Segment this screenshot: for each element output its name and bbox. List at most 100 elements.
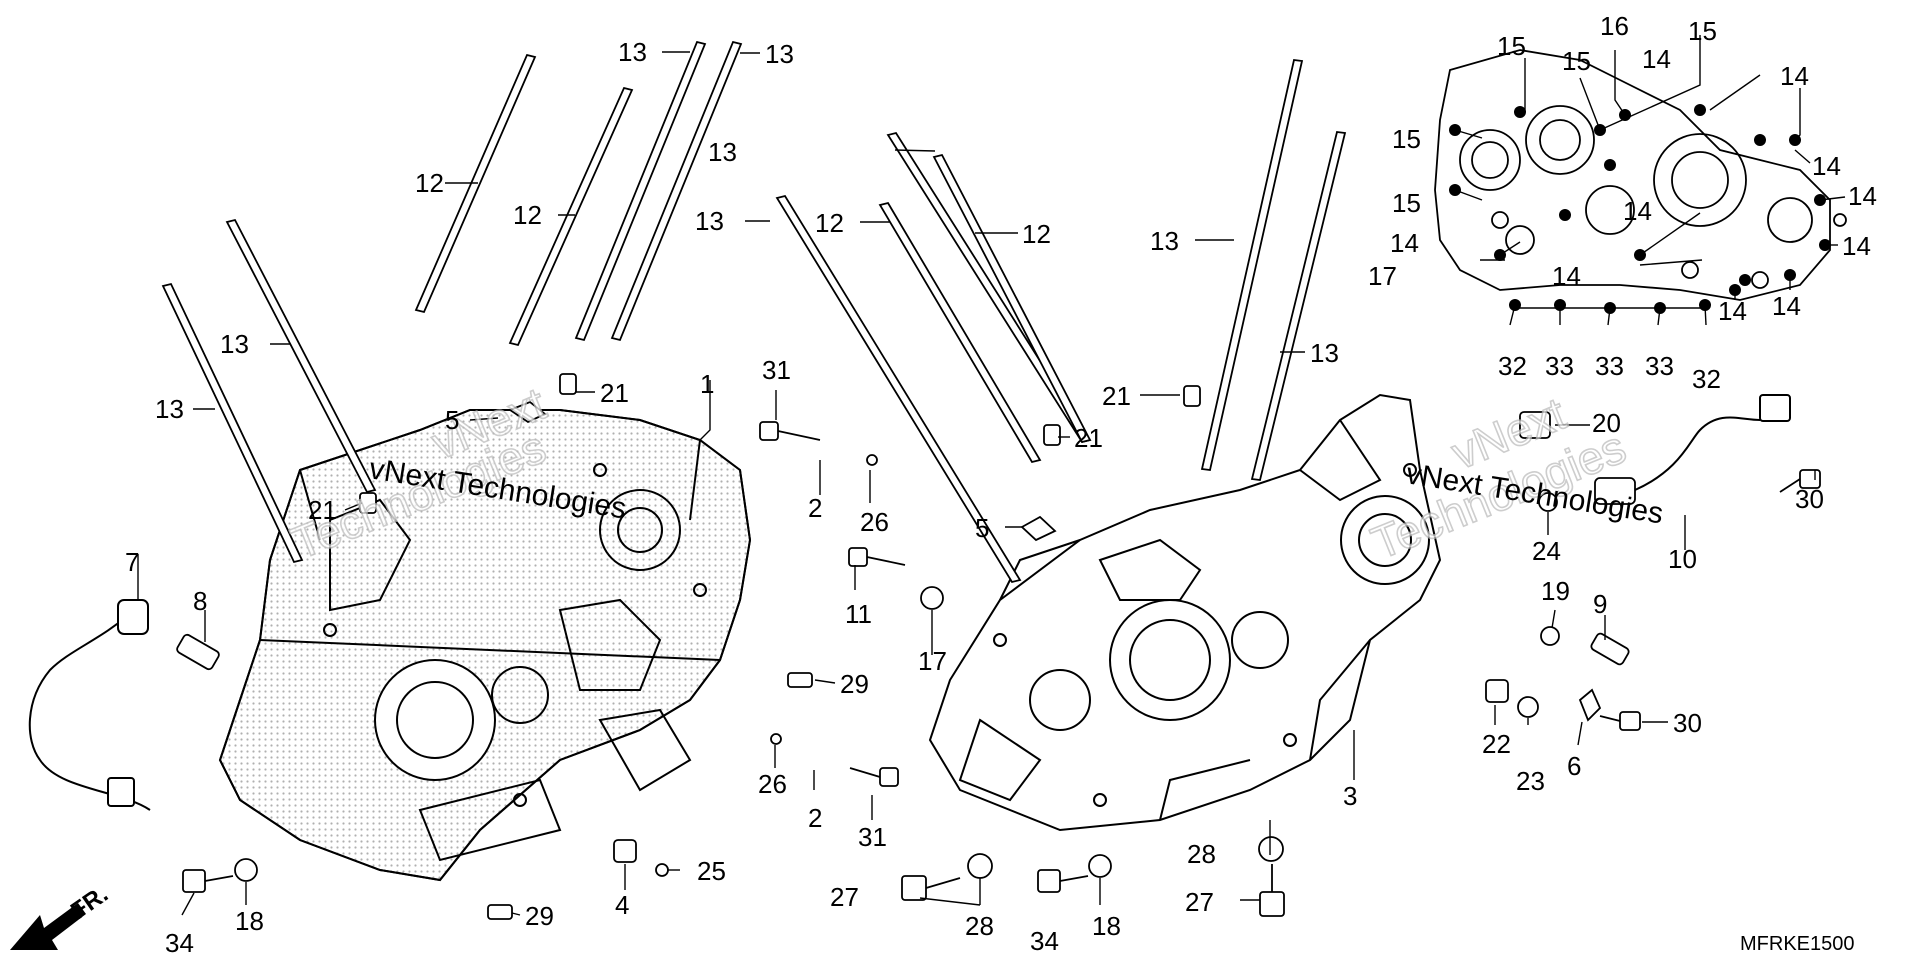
pipe-29 bbox=[487, 904, 513, 920]
callout-c44: 24 bbox=[1532, 536, 1561, 566]
dowels-and-small-parts bbox=[176, 373, 1636, 920]
washer-26 bbox=[866, 454, 878, 466]
bolt-pattern-inset bbox=[1434, 49, 1847, 301]
dowel-pin bbox=[359, 492, 377, 514]
callout-c67: 14 bbox=[1718, 296, 1747, 326]
callout-c46: 30 bbox=[1795, 484, 1824, 514]
wire-harnesses bbox=[28, 394, 1791, 811]
callout-c65: 14 bbox=[1623, 196, 1652, 226]
callout-c11: 31 bbox=[762, 355, 791, 385]
callout-c7: 21 bbox=[600, 378, 629, 408]
callout-c18: 29 bbox=[840, 669, 869, 699]
bolt-27 bbox=[901, 875, 927, 901]
clip-5 bbox=[508, 400, 547, 424]
callout-c50: 23 bbox=[1516, 766, 1545, 796]
callout-c54: 15 bbox=[1497, 31, 1526, 61]
callout-c16: 11 bbox=[845, 599, 872, 629]
callout-c32: 21 bbox=[1102, 381, 1131, 411]
pipe-29 bbox=[787, 672, 813, 688]
callout-c34: 13 bbox=[1150, 226, 1179, 256]
callout-c33: 21 bbox=[1074, 423, 1103, 453]
callout-c72: 33 bbox=[1595, 351, 1624, 381]
front-arrow-icon bbox=[10, 903, 86, 950]
callout-c1: 12 bbox=[415, 168, 444, 198]
sensor-10-wire bbox=[1634, 416, 1761, 491]
callout-c42: 27 bbox=[1185, 887, 1214, 917]
callout-c13: 26 bbox=[860, 507, 889, 537]
callout-c58: 15 bbox=[1392, 188, 1421, 218]
callout-c71: 33 bbox=[1545, 351, 1574, 381]
left-crankcase-half bbox=[218, 409, 752, 882]
bolt-27 bbox=[1259, 891, 1285, 917]
stud-bolt bbox=[1250, 131, 1347, 481]
leader-lines bbox=[137, 35, 1846, 916]
callout-c9: 21 bbox=[308, 495, 337, 525]
callout-c51: 6 bbox=[1567, 751, 1581, 781]
callout-c21: 31 bbox=[858, 822, 887, 852]
right-crankcase-half bbox=[928, 393, 1442, 832]
callout-c20: 2 bbox=[808, 803, 822, 833]
callout-c55: 15 bbox=[1562, 46, 1591, 76]
washer-18 bbox=[234, 858, 258, 882]
dowel-pin bbox=[559, 373, 577, 395]
washer-24 bbox=[1538, 492, 1558, 512]
sensor-10 bbox=[1594, 477, 1636, 505]
front-direction-indicator: FR. bbox=[10, 881, 113, 950]
washer-28 bbox=[967, 853, 993, 879]
switch-8 bbox=[176, 633, 220, 671]
callout-c35: 13 bbox=[1310, 338, 1339, 368]
sensor-7-wire bbox=[28, 611, 151, 811]
callout-c64: 14 bbox=[1390, 228, 1419, 258]
washer-28 bbox=[1258, 836, 1284, 862]
callout-c28: 12 bbox=[815, 208, 844, 238]
callout-c31: 5 bbox=[975, 513, 989, 543]
stud-bolt bbox=[610, 40, 743, 342]
callout-c59: 14 bbox=[1642, 44, 1671, 74]
diagram-code: MFRKE1500 bbox=[1740, 933, 1855, 955]
callout-c8: 5 bbox=[445, 405, 459, 435]
stud-bolt bbox=[1200, 59, 1304, 471]
stud-bolt bbox=[775, 194, 1022, 584]
callout-c10: 1 bbox=[700, 369, 714, 399]
stud-bolt bbox=[225, 218, 377, 494]
callout-c5: 13 bbox=[618, 37, 647, 67]
callout-c37: 27 bbox=[830, 882, 859, 912]
callout-c27: 13 bbox=[708, 137, 737, 167]
collar-22 bbox=[1485, 679, 1509, 703]
callout-c40: 18 bbox=[1092, 911, 1121, 941]
nut-25 bbox=[655, 863, 669, 877]
callout-c15: 8 bbox=[193, 586, 207, 616]
callout-c57: 15 bbox=[1392, 124, 1421, 154]
dowel-pin bbox=[1043, 424, 1061, 446]
callout-c74: 32 bbox=[1692, 364, 1721, 394]
callout-c4: 13 bbox=[155, 394, 184, 424]
callout-c45: 10 bbox=[1668, 544, 1697, 574]
connector-10 bbox=[1759, 394, 1791, 422]
callout-c63: 14 bbox=[1842, 231, 1871, 261]
washer-18 bbox=[1088, 854, 1112, 878]
bolt-11 bbox=[848, 547, 868, 567]
bolt-31 bbox=[879, 767, 899, 787]
washer-26 bbox=[770, 733, 782, 745]
stud-bolt bbox=[161, 282, 304, 564]
stud-bolt bbox=[508, 86, 634, 347]
callout-c3: 13 bbox=[220, 329, 249, 359]
dowel-pin bbox=[1183, 385, 1201, 407]
callout-c17: 17 bbox=[918, 646, 947, 676]
callout-c60: 14 bbox=[1780, 61, 1809, 91]
bolt-30 bbox=[1619, 711, 1641, 731]
collar-4 bbox=[613, 839, 637, 863]
callout-c38: 28 bbox=[965, 911, 994, 941]
callout-c29: 12 bbox=[1022, 219, 1051, 249]
callout-c23: 4 bbox=[615, 890, 629, 920]
clip-5 bbox=[1020, 515, 1057, 542]
callout-c53: 16 bbox=[1600, 11, 1629, 41]
callout-c12: 2 bbox=[808, 493, 822, 523]
bolt-34 bbox=[182, 869, 206, 893]
callout-c69: 17 bbox=[1368, 261, 1397, 291]
callout-c49: 22 bbox=[1482, 729, 1511, 759]
callout-c66: 14 bbox=[1552, 261, 1581, 291]
switch-9 bbox=[1590, 632, 1630, 666]
